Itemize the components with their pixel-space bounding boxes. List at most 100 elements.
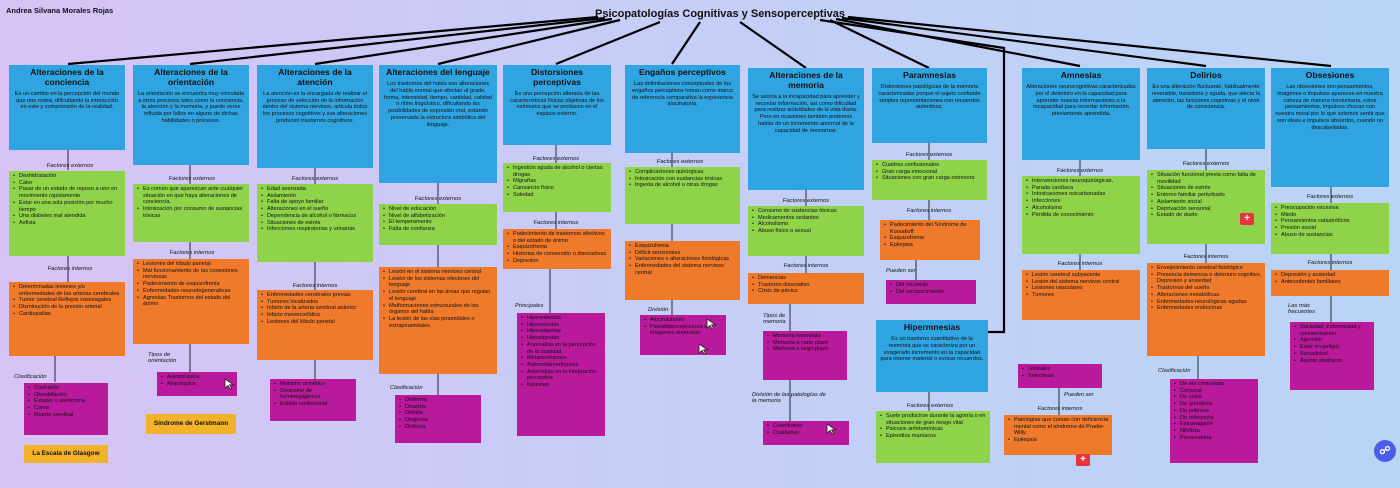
header-memoria[interactable]: Alteraciones de la memoria Se asocia a l… [748,68,864,190]
factores-externos-orientacion[interactable]: Es común que aparezcan ante cualquier si… [133,184,249,242]
list-item: Malformaciones estructurales de los órga… [382,303,494,316]
factores-externos-amnesias[interactable]: Intervenciones neuroquirúrgicas,Parada c… [1022,176,1140,254]
escala-glasgow[interactable]: La Escala de Glasgow [24,445,108,463]
header-title: Distorsiones perceptivas [530,67,584,87]
factores-internos-delirios[interactable]: Envejecimiento cerebral fisiológicoPrese… [1147,263,1265,356]
cursor-icon [826,423,837,435]
factores-externos-conciencia[interactable]: DeshidrataciónCalorPasar de un estado de… [9,171,125,256]
label-factores-internos: Factores internos [1037,406,1083,412]
list-item: Deshidratación [12,173,122,180]
header-conciencia[interactable]: Alteraciones de la conciencia Es un camb… [9,65,125,150]
list-item: Aislamiento [260,193,370,200]
factores-externos-obsesiones[interactable]: Preocupación excesivaMiedoPensamientos c… [1271,203,1389,254]
factores-internos-atencion[interactable]: Enfermedades cerebrales previasTumores l… [257,290,373,360]
header-orientacion[interactable]: Alteraciones de la orientación La orient… [133,65,249,165]
list-item: Infarto de la arteria cerebral anterior [260,305,370,312]
list-item: Hipoalgesias [520,335,602,342]
factores-externos-enganos[interactable]: Complicaciones quirúrgicasIntoxicación c… [625,167,740,224]
clasificacion-atencion[interactable]: Mutismo acinéticoSíndrome de hemineglige… [270,379,356,421]
label-factores-externos: Factores externos [46,163,94,169]
label-factores-internos: Factores internos [906,208,952,214]
header-title: Amnesias [1060,70,1102,80]
label-factores-externos: Factores externos [1306,194,1354,200]
list-item: Asunto abstracto [1293,358,1371,365]
header-enganos[interactable]: Engaños perceptivos Las delimitaciones c… [625,65,740,153]
list-item: Determinadas lesiones y/o enfermedades d… [12,284,122,297]
factores-internos-obsesiones[interactable]: Depresión y ansiedadAntecedentes familia… [1271,270,1389,296]
list-item: Abuso físico o sexual [751,228,861,235]
list-item: Déficit sensoriales [628,250,737,257]
list-item: Disglosia [398,417,478,424]
factores-externos-lenguaje[interactable]: Nivel de educaciónNivel de alfabetizació… [379,204,497,245]
tipos-orientacion[interactable]: AutopsíquicaAlopsíquica [157,372,237,396]
header-description: Las obsesiones son pensamientos, imágene… [1275,83,1385,131]
factores-externos-distorsiones[interactable]: Ingestión aguda de alcohol o ciertas dro… [503,163,611,212]
header-obsesiones[interactable]: Obsesiones Las obsesiones son pensamient… [1271,68,1389,187]
obsesiones-frecuentes[interactable]: Suciedad, enfermedad y contaminaciónAgre… [1290,322,1374,390]
list-item: Muerte cerebral [27,412,105,419]
author-name: Andrea Silvana Morales Rojas [6,6,114,15]
factores-internos-paramnesias[interactable]: Padecimiento del Síndrome de KorsakoffEs… [880,220,980,260]
division-enganos[interactable]: AlucinacionesPseudopercepciones o imágen… [640,315,726,355]
division-memoria[interactable]: CuantitativoCualitativo [763,421,849,445]
factores-externos-delirios[interactable]: Situación funcional previa como falta de… [1147,170,1265,244]
list-item: Estar en peligro [1293,344,1371,351]
clasificacion-lenguaje[interactable]: DisfemiaDisartriaDislaliaDisglosiaDisfon… [395,395,481,443]
label-pueden-ser: Pueden ser [1064,392,1094,398]
factores-internos-memoria[interactable]: DemenciasTrastorno disociativoCrisis de … [748,273,864,304]
label-factores-externos: Factores externos [532,156,580,162]
label-factores-internos: Factores internos [1183,254,1229,260]
list-item: Disfemia [398,397,478,404]
list-item: Consumo de sustancias tóxicas [751,208,861,215]
header-description: La orientación se encuentra muy vinculad… [137,90,245,124]
list-item: Nivel de educación [382,206,494,213]
plus-icon[interactable]: + [1240,213,1254,225]
header-lenguaje[interactable]: Alteraciones del lenguaje Los trastornos… [379,65,497,183]
header-atencion[interactable]: Alteraciones de la atención La atención … [257,65,373,168]
header-title: Engaños perceptivos [639,67,726,77]
list-item: Deprivación sensorial [1150,206,1262,213]
clasificacion-delirios[interactable]: De ser controladoCorporalDe celosDe gran… [1170,379,1258,463]
list-item: Depresión y ansiedad [1274,272,1386,279]
factores-externos-paramnesias[interactable]: Cuadros confusionalesGran carga emociona… [872,160,987,200]
list-item: Variaciones o alteraciones fisiológicas [628,256,737,263]
list-item: Pasar de un estado de reposo a uno en mo… [12,186,122,199]
factores-externos-hipermnesias[interactable]: Suele producirse durante la agonía o en … [876,411,990,463]
link-icon[interactable]: ☍ [1374,440,1396,462]
main-title: Psicopatologías Cognitivas y Sensopercep… [594,8,846,20]
header-delirios[interactable]: Delirios Es una alteración fluctuante, h… [1147,68,1265,149]
header-distorsiones[interactable]: Distorsiones perceptivas Es una percepci… [503,65,611,145]
paramnesias-tipos[interactable]: Del recuerdoDel reconocimiento [886,280,976,304]
label-principales: Principales [515,303,544,309]
factores-externos-memoria[interactable]: Consumo de sustancias tóxicasMedicamento… [748,206,864,256]
factores-internos-enganos[interactable]: EsquizofreniaDéficit sensorialesVariacio… [625,241,740,300]
list-item: Psicosis anfetamínicas [879,426,987,433]
tipos-memoria[interactable]: Memoria inmediataMemoria a corto plazoMe… [763,331,847,380]
principales-distorsiones[interactable]: HiperestesiasHipoestesiasHiperalgesiasHi… [517,313,605,436]
factores-externos-atencion[interactable]: Edad avanzadaAislamientoFalta de apoyo f… [257,184,373,262]
factores-internos-hipermnesias[interactable]: Patologías que cursan con deficiencia me… [1004,415,1112,455]
list-item: Hipoestesias [520,322,602,329]
header-amnesias[interactable]: Amnesias Alteraciones neurocognitivas ca… [1022,68,1140,160]
list-item: Soledad [506,192,608,199]
header-description: Es una alteración fluctuante, habitualme… [1151,83,1261,111]
hipermnesias-tipos[interactable]: GlobalesSelectivas [1018,364,1102,388]
list-item: Trastorno disociativo [751,282,861,289]
factores-internos-conciencia[interactable]: Determinadas lesiones y/o enfermedades d… [9,282,125,356]
clasificacion-conciencia[interactable]: ConfusiónObnubilaciónEstupor o semicomaC… [24,383,108,435]
factores-internos-orientacion[interactable]: Lesiones del lóbulo parietalMal funciona… [133,259,249,344]
factores-internos-lenguaje[interactable]: Lesión en el sistema nervioso centralLes… [379,267,497,374]
list-item: Tumores localizados [260,299,370,306]
list-item: Confusión [27,385,105,392]
list-item: El temperamento [382,219,494,226]
factores-internos-distorsiones[interactable]: Padecimiento de trastornos afectivos o d… [503,229,611,269]
factores-internos-amnesias[interactable]: Lesión cerebral subyacenteLesión del sis… [1022,270,1140,320]
sindrome-gerstmann[interactable]: Síndrome de Gerstmann [146,414,236,434]
list-item: Es común que aparezcan ante cualquier si… [136,186,246,206]
plus-icon[interactable]: + [1076,454,1090,466]
list-item: Pérdida de conocimiento [1025,212,1137,219]
list-item: Preocupación excesiva [1274,205,1386,212]
header-hipermnesias[interactable]: Hipermnesias Es un trastorno cuantitativ… [876,320,988,392]
header-paramnesias[interactable]: Paramnesias Distorsiones patológicas de … [872,68,987,143]
list-item: Memoria a corto plazo [766,340,844,347]
